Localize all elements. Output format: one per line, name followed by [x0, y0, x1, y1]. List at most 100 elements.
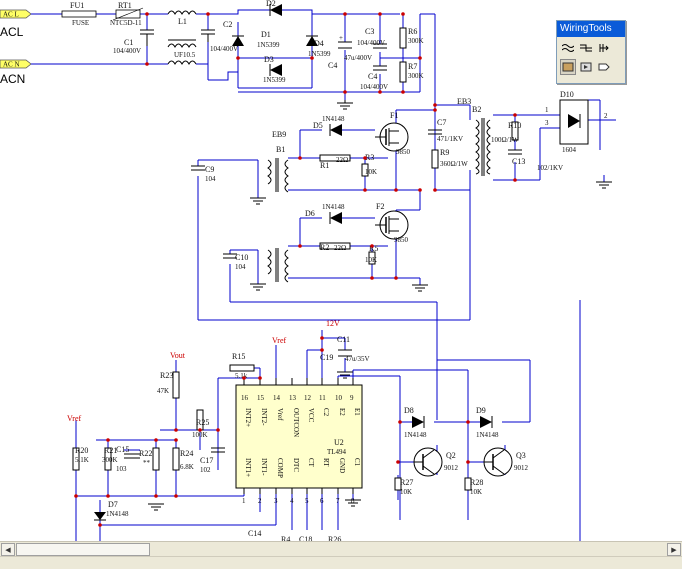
r10-value: 100Ω/1W: [491, 136, 519, 144]
c15-value: 103: [116, 465, 127, 473]
port-acl-tag: AC L: [3, 11, 19, 19]
port-acn[interactable]: AC N: [0, 59, 32, 69]
diode-d10[interactable]: [559, 99, 589, 145]
transformer-b2[interactable]: [475, 118, 491, 176]
capacitor-c13[interactable]: [508, 149, 522, 155]
vref-label-2: Vref: [67, 414, 82, 423]
r4-label: R4: [281, 535, 290, 544]
ic-top-pin-name: VCC: [307, 408, 315, 423]
d5-value: 1N4148: [322, 115, 345, 123]
c1-label: C1: [124, 38, 133, 47]
diode-d7[interactable]: [94, 512, 106, 521]
ic-bottom-pin-name: RT: [322, 458, 330, 467]
d3-label: D3: [264, 55, 274, 64]
r9-label: R9: [440, 148, 449, 157]
resistor-r28[interactable]: [464, 477, 472, 491]
resistor-r7[interactable]: [399, 61, 407, 83]
fuse-fu1[interactable]: FU1 FUSE: [61, 1, 97, 27]
capacitor-c2[interactable]: [201, 29, 215, 42]
schematic-canvas[interactable]: AC L ACL AC N ACN: [0, 0, 682, 548]
c14-label: C14: [248, 529, 261, 538]
resistor-r3[interactable]: [361, 163, 369, 177]
ground-b1b: [250, 283, 266, 291]
wire-tool-icon[interactable]: [560, 40, 576, 56]
ic-top-pin-number: 11: [319, 394, 326, 402]
horizontal-scrollbar[interactable]: ◀ ▶: [0, 541, 682, 556]
r28-label: R28: [470, 478, 483, 487]
bus-tool-icon[interactable]: [578, 40, 594, 56]
resistor-r21[interactable]: [104, 447, 112, 471]
ic-top-pin-name: INT2+: [244, 408, 252, 427]
scroll-right-icon[interactable]: ▶: [667, 543, 681, 556]
diode-d9[interactable]: [480, 416, 493, 428]
wiring-tools-title[interactable]: WiringTools: [557, 21, 625, 37]
d9-label: D9: [476, 406, 486, 415]
diode-d3[interactable]: [269, 64, 282, 76]
diode-d2[interactable]: [269, 4, 282, 16]
diode-d1[interactable]: [232, 35, 244, 46]
transistor-q3[interactable]: [483, 447, 513, 477]
r15-label: R15: [232, 352, 245, 361]
ic-u2-tl494[interactable]: [235, 384, 363, 489]
capacitor-c10[interactable]: [223, 253, 237, 259]
entry-tool-icon[interactable]: [596, 40, 612, 56]
c3-value: 104/400V: [357, 39, 385, 47]
port-acl[interactable]: AC L: [0, 9, 32, 19]
scroll-left-icon[interactable]: ◀: [1, 543, 15, 556]
c13-label: C13: [512, 157, 525, 166]
resistor-r23[interactable]: [172, 371, 180, 399]
capacitor-c4a[interactable]: [373, 65, 387, 71]
transformer-b1[interactable]: [267, 158, 289, 283]
output-wires: [435, 99, 616, 191]
resistor-r6[interactable]: [399, 27, 407, 49]
ic-bottom-pin-name: DTC: [292, 458, 300, 472]
capacitor-c7[interactable]: [428, 129, 442, 135]
capacitor-c3[interactable]: [373, 43, 387, 49]
inductor-l1[interactable]: [167, 10, 197, 65]
ground-r22: [148, 503, 164, 511]
resistor-r15[interactable]: [229, 364, 255, 372]
mosfet-f1[interactable]: [375, 122, 409, 152]
resistor-r1[interactable]: [319, 154, 351, 162]
v12-label: 12V: [326, 319, 340, 328]
c4a-label: C4: [368, 72, 377, 81]
diode-d6[interactable]: [329, 212, 342, 224]
capacitor-c9[interactable]: [191, 165, 205, 171]
wiring-tools-panel[interactable]: WiringTools: [556, 20, 626, 84]
scrollbar-thumb[interactable]: [16, 543, 150, 556]
ic-top-pin-number: 15: [257, 394, 265, 402]
resistor-r5[interactable]: [368, 251, 376, 265]
capacitor-c15[interactable]: [124, 453, 140, 459]
r3-value: 10K: [365, 168, 377, 176]
rt1-label: RT1: [118, 1, 132, 10]
capacitor-c4-electrolytic[interactable]: +: [338, 34, 352, 49]
diode-d5[interactable]: [329, 124, 342, 136]
mosfet-f2[interactable]: [375, 210, 409, 240]
resistor-r24[interactable]: [172, 447, 180, 471]
resistor-r27[interactable]: [394, 477, 402, 491]
resistor-r9[interactable]: [431, 149, 439, 169]
c7-label: C7: [437, 118, 446, 127]
capacitor-c11[interactable]: [338, 349, 352, 357]
diode-d8[interactable]: [412, 416, 425, 428]
ic-top-pin-number: 10: [335, 394, 343, 402]
ic-bottom-pin-name: CT: [307, 458, 315, 468]
d6-value: 1N4148: [322, 203, 345, 211]
junction-tool-icon[interactable]: [578, 59, 594, 75]
transistor-q2[interactable]: [413, 447, 443, 477]
d10-pin3: 3: [545, 119, 549, 127]
diode-d4[interactable]: [306, 35, 318, 46]
resistor-r2[interactable]: [319, 242, 351, 250]
capacitor-c17[interactable]: [211, 447, 225, 453]
resistor-r10[interactable]: [511, 121, 519, 141]
resistor-r22[interactable]: [152, 447, 160, 471]
q3-label: Q3: [516, 451, 526, 460]
capacitor-c1[interactable]: [140, 29, 154, 46]
component-tool-icon[interactable]: [560, 59, 576, 75]
port-tool-icon[interactable]: [596, 59, 612, 75]
b2-label: B2: [472, 105, 481, 114]
c10-value: 104: [235, 263, 246, 271]
r1-label: R1: [320, 161, 329, 170]
thermistor-rt1[interactable]: RT1 NTC5D-11: [110, 1, 144, 27]
resistor-r20[interactable]: [72, 447, 80, 471]
